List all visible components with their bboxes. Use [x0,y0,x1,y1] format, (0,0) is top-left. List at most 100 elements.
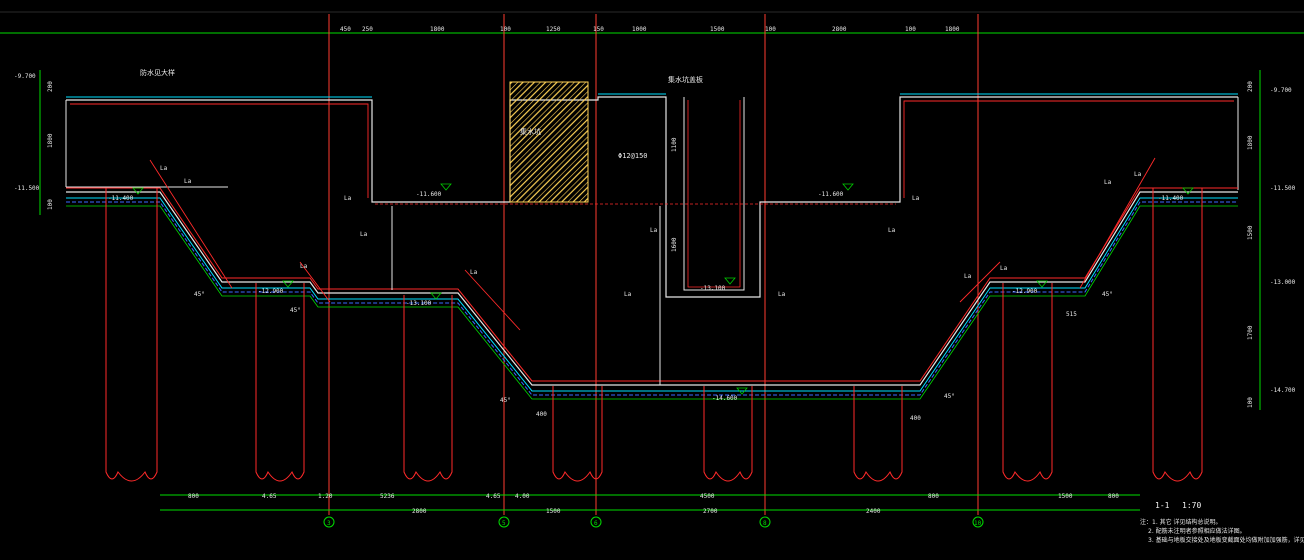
anchor-line-4 [1079,157,1156,289]
la-label-13: La [1000,265,1008,272]
right-vdim-4: 1700 [1247,325,1254,340]
right-vdim-2: 1800 [1247,135,1254,150]
bottom-dim1-10: 800 [1108,493,1119,500]
center-vdim-1: 1100 [671,137,678,152]
waterproof-layer-3 [66,205,1238,400]
top-dim-3: 1800 [430,26,445,33]
axis-label-6: 6 [594,520,598,527]
note-3: 3. 基础与地板交接处及地板变截面处均做附加加强筋，详见结构总说明。 [1148,536,1304,544]
left-vdim-2: 1800 [47,133,54,148]
la-label-2: La [184,178,192,185]
angle-label-3: 45° [500,397,511,404]
lv-11400-right: -11.400 [1158,195,1184,202]
small-dim-3: 515 [1066,311,1077,318]
bottom-dim2-4: 2400 [866,508,881,515]
la-label-11: La [912,195,920,202]
lv-11400-left: -11.400 [108,195,134,202]
left-level-2: -11.500 [14,185,40,192]
pit-rebar [687,100,741,288]
bottom-dim1-6: 4.00 [515,493,530,500]
la-label-15: La [1134,171,1142,178]
bottom-dim1-1: 800 [188,493,199,500]
top-dim-5: 1250 [546,26,561,33]
la-label-10: La [888,227,896,234]
pile-6 [853,386,903,482]
axis-label-8: 8 [763,520,767,527]
small-dim-1: 400 [536,411,547,418]
top-dim-6: 150 [593,26,604,33]
lv-14600: -14.600 [712,395,738,402]
anchor-line-3 [464,269,521,331]
axis-bubble-3 [323,516,335,528]
note-1: 注：1. 其它 详见结构总说明。 [1140,518,1222,526]
pile-3 [403,295,453,482]
lv-12900-left: -12.900 [258,288,284,295]
axis-bubble-8 [759,516,771,528]
bottom-dim1-4: 5236 [380,493,395,500]
pile-1 [105,188,158,482]
bottom-dim1-3: 1.20 [318,493,333,500]
top-rebar-right [903,100,1234,198]
lv-13100: -13.100 [406,300,432,307]
right-vdim-1: 200 [1247,81,1254,92]
top-dim-10: 2800 [832,26,847,33]
top-rebar-left [70,103,369,198]
pile-5 [703,386,753,482]
slab-top-outline [66,96,1238,298]
anchor-line-2 [299,261,331,303]
section-label: 1-1 [1155,501,1170,510]
waterproof-layer-2 [66,201,1238,396]
waterproof-layer-1 [66,197,1238,392]
lv-14600-marker [736,387,748,395]
lv-11600-right-marker [842,183,854,191]
bottom-dim2-3: 2700 [703,508,718,515]
rebar-note: Φ12@150 [618,152,648,160]
top-dim-2: 250 [362,26,373,33]
hatch-label: 集水坑 [520,127,541,136]
angle-label-2: 45° [290,307,301,314]
lv-11400-right-marker [1182,187,1194,195]
angle-label-5: 45° [1102,291,1113,298]
sump-hatch [509,81,589,203]
anchor-line-5 [959,261,1001,303]
lv-12900-right: -12.900 [1012,288,1038,295]
la-label-6: La [360,231,368,238]
la-label-12: La [964,273,972,280]
small-dim-2: 400 [910,415,921,422]
axis-bubble-5 [498,516,510,528]
lv-11600-right: -11.600 [818,191,844,198]
la-label-9: La [650,227,658,234]
axis-label-3: 3 [327,520,331,527]
top-dim-4: 100 [500,26,511,33]
bottom-dim1-8: 800 [928,493,939,500]
left-vdim-3: 100 [47,199,54,210]
axis-bubble-10 [972,516,984,528]
foundation-bottom-outline [66,191,1238,386]
la-label-7: La [624,291,632,298]
la-label-1: La [160,165,168,172]
note-2: 2. 配筋未注明者参照相应做法详图。 [1148,527,1246,535]
top-dim-11: 100 [905,26,916,33]
left-vdim-1: 200 [47,81,54,92]
la-label-5: La [470,269,478,276]
la-label-4: La [300,263,308,270]
lv-13100-marker [430,292,442,300]
right-level-1: -9.700 [1270,87,1292,94]
bottom-dim1-2: 4.65 [262,493,277,500]
bottom-rebar [66,187,1238,382]
anchor-line-1 [149,159,233,289]
right-level-4: -14.700 [1270,387,1296,394]
bottom-dim1-5: 4.65 [486,493,501,500]
center-vdim-2: 1600 [671,237,678,252]
axis-bubble-6 [590,516,602,528]
bottom-dim2-2: 1500 [546,508,561,515]
bottom-dim1-9: 1500 [1058,493,1073,500]
section-scale: 1:70 [1182,501,1201,510]
pile-8 [1152,188,1203,482]
lv-13100-pit: -13.100 [700,285,726,292]
lv-11400-left-marker [132,187,144,195]
pile-2 [255,283,305,482]
right-level-2: -11.500 [1270,185,1296,192]
angle-label-4: 45° [944,393,955,400]
